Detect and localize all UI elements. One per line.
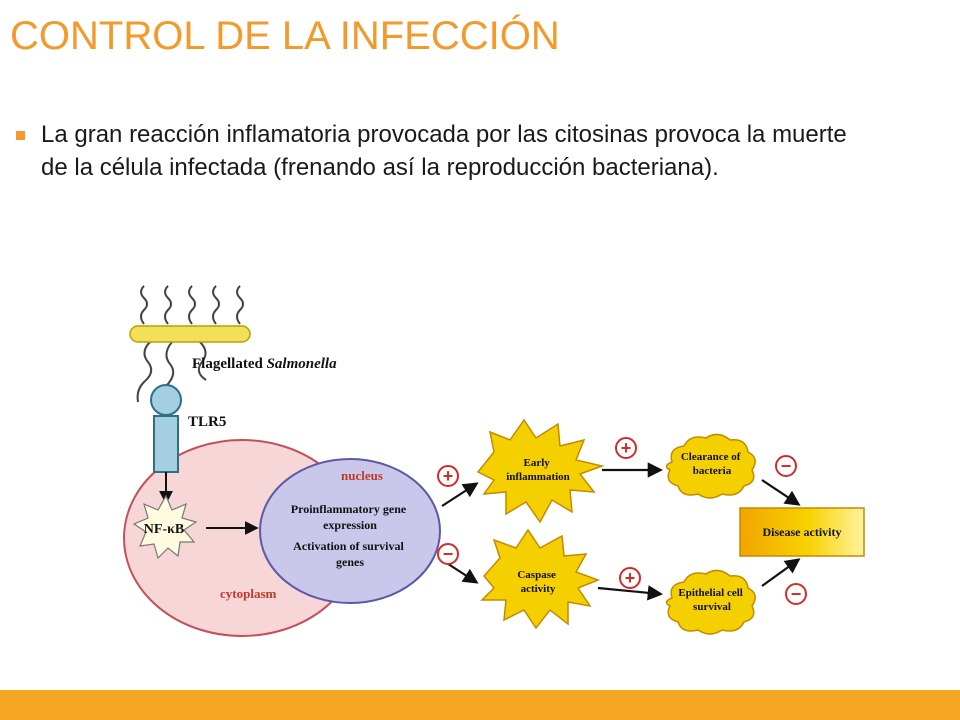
clearance-cloud (665, 433, 756, 499)
epithelial-label: Epithelial cell survival (678, 587, 745, 613)
clearance-to-disease-arrow (761, 479, 801, 506)
bacterium-body (129, 325, 251, 343)
svg-text:+: + (625, 568, 636, 588)
svg-text:+: + (621, 438, 632, 458)
svg-text:−: − (781, 456, 792, 476)
svg-text:+: + (443, 466, 454, 486)
salmonella-diagram: Flagellated Salmonella TLR5 NF-κB nucleu… (110, 276, 870, 646)
disease-activity-box (739, 507, 865, 557)
plus-sign-1: + (437, 465, 459, 487)
proinflammatory-text: Proinflammatory gene expression (291, 502, 409, 532)
nucleus-to-early-arrow (441, 482, 479, 507)
bullet-marker (16, 131, 25, 140)
plus-sign-3: + (619, 567, 641, 589)
svg-text:−: − (443, 544, 454, 564)
tlr5-receptor (150, 384, 182, 473)
early-inflammation-label: Early inflammation (506, 457, 570, 483)
bullet-text: La gran reacción inflamatoria provocada … (41, 121, 847, 181)
clearance-label: Clearance of bacteria (681, 451, 743, 477)
caspase-activity-label: Caspase activity (517, 569, 558, 595)
minus-sign-1: − (437, 543, 459, 565)
plus-sign-2: + (615, 437, 637, 459)
caspase-to-epithelial-arrow (597, 585, 664, 601)
survival-genes-text: Activation of survival genes (293, 539, 407, 569)
epithelial-to-disease-arrow (761, 558, 801, 587)
bullet-item: La gran reacción inflamatoria provocada … (16, 118, 916, 184)
minus-sign-3: − (785, 583, 807, 605)
flagella (136, 285, 244, 403)
nfkb-label: NF-κB (144, 522, 184, 537)
nucleus (259, 458, 441, 604)
svg-text:−: − (791, 584, 802, 604)
bacterium-label: Flagellated Salmonella (192, 356, 337, 372)
epithelial-cloud (665, 569, 756, 635)
nfkb-burst (132, 494, 198, 560)
slide-title: CONTROL DE LA INFECCIÓN (10, 14, 560, 58)
footer-bar (0, 690, 960, 720)
early-inflammation-burst (476, 418, 605, 524)
nucleus-label: nucleus (341, 468, 383, 483)
diagram-canvas: Flagellated Salmonella TLR5 NF-κB nucleu… (123, 285, 865, 637)
cytoplasm-label: cytoplasm (220, 586, 277, 601)
minus-sign-2: − (775, 455, 797, 477)
tlr5-label: TLR5 (188, 414, 226, 430)
caspase-activity-burst (480, 528, 601, 630)
disease-activity-label: Disease activity (763, 525, 842, 539)
